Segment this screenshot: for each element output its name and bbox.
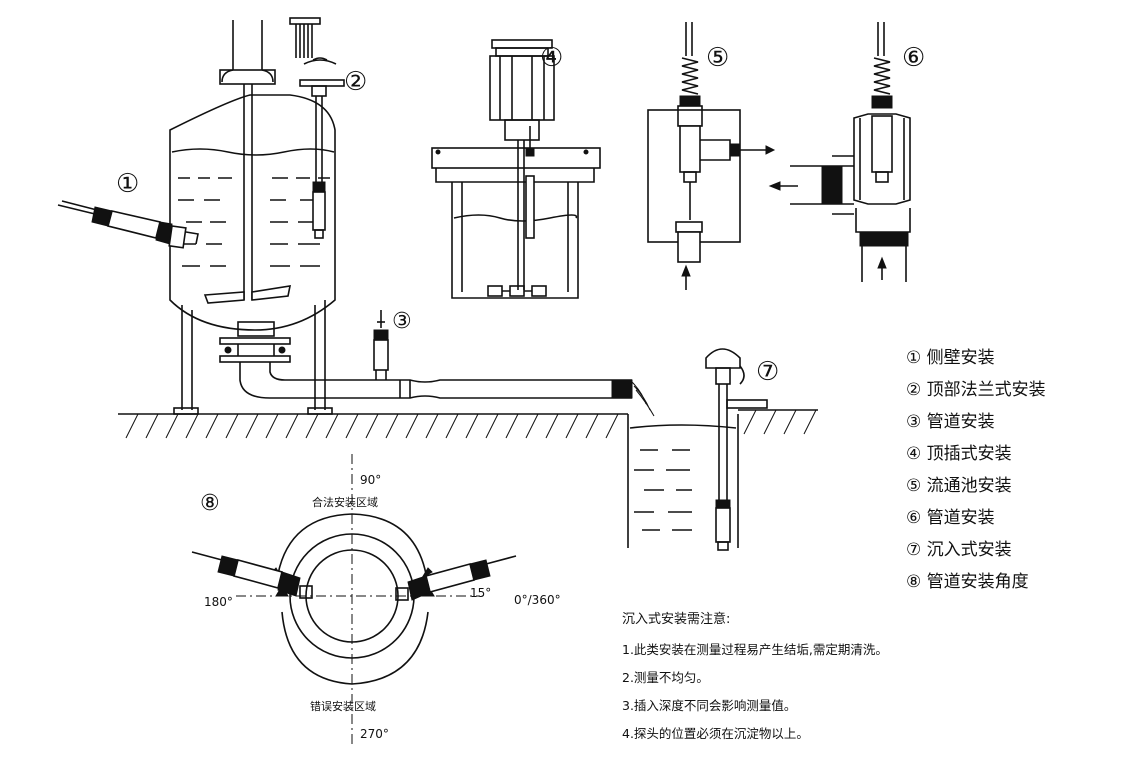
side-wall-probe [57,200,199,249]
legend-item-2: ② 顶部法兰式安装 [906,380,1046,400]
ground-line [118,409,818,439]
marker-5: ⑤ [706,43,729,73]
note-line-2: 2.测量不均匀。 [622,670,709,685]
angle-270-label: 270° [360,727,389,741]
note-line-3: 3.插入深度不同会影响测量值。 [622,698,797,713]
legend-item-4: ④ 顶插式安装 [906,444,1012,464]
angle-0-360-label: 0°/360° [514,593,561,607]
flow-cell [647,22,776,290]
marker-7: ⑦ [756,357,779,387]
marker-6: ⑥ [902,43,925,73]
notes-title: 沉入式安装需注意: [622,612,731,627]
notes: 沉入式安装需注意: 1.此类安装在测量过程易产生结垢,需定期清洗。 2.测量不均… [622,610,888,748]
legend-item-8: ⑧ 管道安装角度 [906,572,1029,592]
marker-2: ② [344,67,367,97]
legal-zone-label: 合法安装区域 [312,495,378,509]
marker-3: ③ [392,309,412,334]
legend-item-7: ⑦ 沉入式安装 [906,540,1012,560]
top-flange-probe [299,57,345,239]
angle-180-label: 180° [204,595,233,609]
angle-15-label: 15° [470,586,491,600]
angle-diagram [191,454,517,746]
note-line-1: 1.此类安装在测量过程易产生结垢,需定期清洗。 [622,642,888,657]
legend-item-1: ① 侧壁安装 [906,348,995,368]
pipe-probe [372,310,655,417]
legend-item-3: ③ 管道安装 [906,412,995,432]
legend-item-5: ⑤ 流通池安装 [906,476,1012,496]
reactor-tank [169,17,372,415]
angle-90-label: 90° [360,473,381,487]
legend-item-6: ⑥ 管道安装 [906,508,995,528]
top-insertion-vessel [431,39,601,299]
pipe-tee [768,22,911,282]
marker-1: ① [116,169,139,199]
wrong-zone-label: 错误安装区域 [310,699,376,713]
note-line-4: 4.探头的位置必须在沉淀物以上。 [622,726,809,741]
marker-4: ④ [540,43,563,73]
immersion-pit [627,348,768,551]
legend: ① 侧壁安装 ② 顶部法兰式安装 ③ 管道安装 ④ 顶插式安装 ⑤ 流通池安装 … [906,342,1046,598]
motor-icon [289,17,321,58]
marker-8: ⑧ [200,491,220,516]
